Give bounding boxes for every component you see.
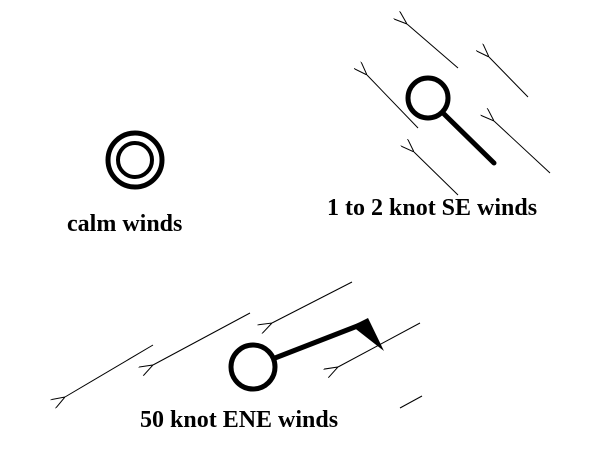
- wind-arrow: [407, 24, 459, 69]
- se-station-symbol: [405, 75, 497, 166]
- se-winds-label: 1 to 2 knot SE winds: [327, 195, 538, 221]
- wind-arrow: [367, 75, 419, 129]
- pennant-flag: [352, 318, 384, 351]
- wind-arrow: [272, 281, 353, 323]
- ene-wind-arrows: [65, 281, 421, 397]
- wind-arrow-fragment: [399, 395, 423, 409]
- calm-winds-label: calm winds: [67, 211, 183, 237]
- wind-arrow: [489, 57, 529, 98]
- calm-station-symbol: [105, 130, 165, 190]
- ene-winds-label: 50 knot ENE winds: [140, 407, 339, 433]
- ene-station-symbol: [228, 318, 384, 392]
- wind-arrow: [414, 152, 459, 196]
- wind-arrow: [65, 344, 154, 397]
- wind-arrow: [494, 121, 551, 174]
- wind-arrow: [153, 312, 251, 365]
- se-wind-arrows: [367, 24, 551, 196]
